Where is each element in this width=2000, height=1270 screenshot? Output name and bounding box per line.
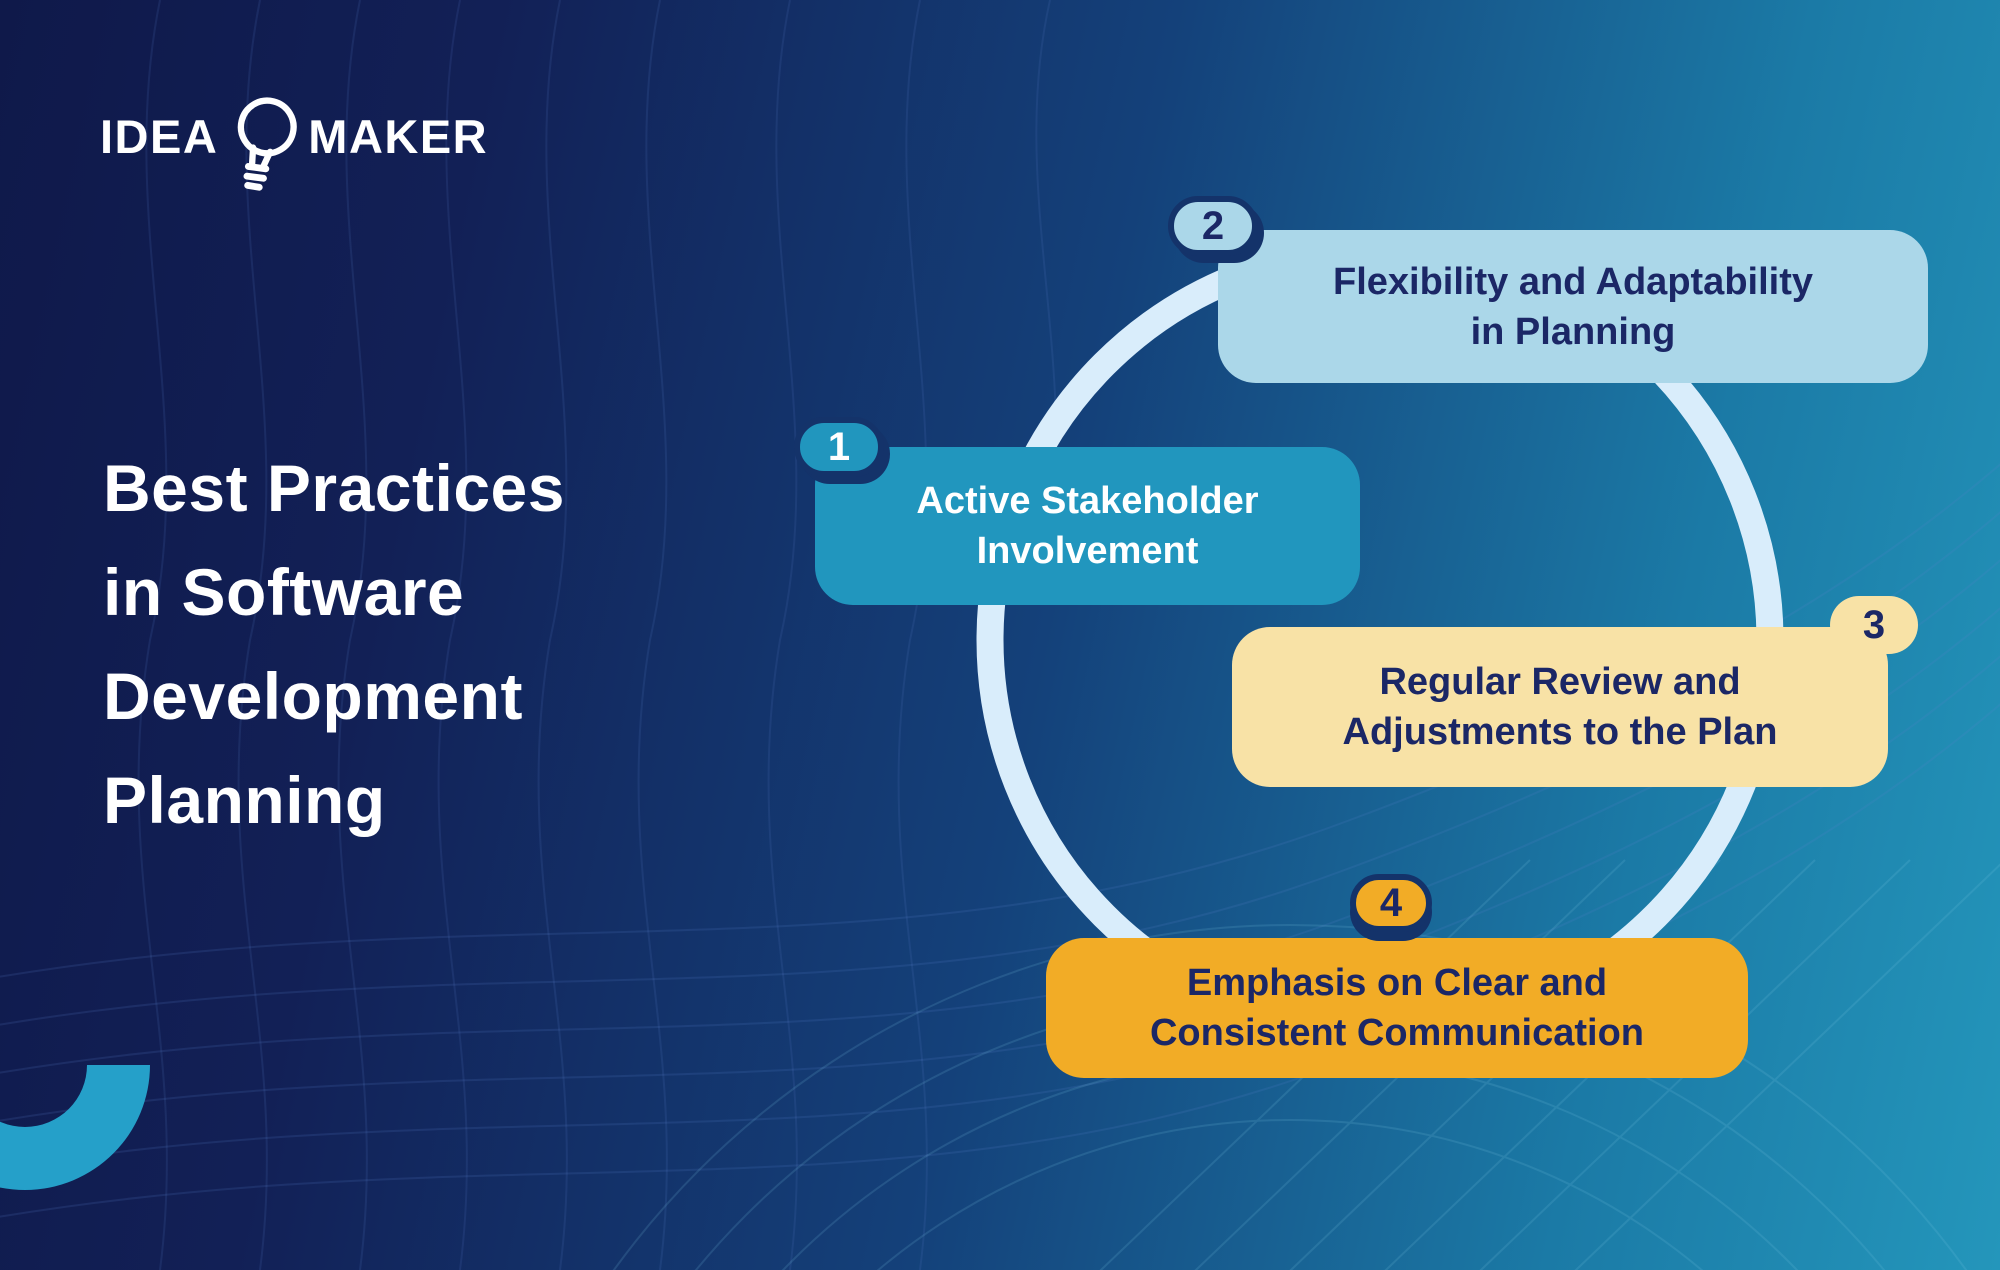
logo: IDEA MAKER [100,80,488,192]
lightbulb-icon [238,97,298,191]
step-box-4: Emphasis on Clear and Consistent Communi… [1046,938,1748,1078]
step-number-2: 2 [1201,203,1225,248]
logo-word-maker: MAKER [308,109,489,163]
step-box-1: Active Stakeholder Involvement [815,447,1360,605]
title-line-4: Planning [103,763,386,837]
title-line-2: in Software [103,555,465,629]
step-number-badge-4: 4 [1350,874,1432,932]
step-3-label-line-1: Regular Review and [1379,661,1741,703]
step-2-label-line-1: Flexibility and Adaptability [1333,260,1813,303]
step-number-badge-1: 1 [794,417,884,477]
step-2-label-line-2: in Planning [1470,310,1676,353]
corner-arc-shape [0,1065,150,1190]
step-number-1: 1 [827,424,851,469]
logo-word-idea: IDEA [100,109,219,163]
page-title: Best Practices in Software Development P… [103,436,565,852]
step-number-badge-2: 2 [1168,196,1258,256]
step-4-label-line-1: Emphasis on Clear and [1186,962,1608,1004]
step-box-3: Regular Review and Adjustments to the Pl… [1232,627,1888,787]
step-1-label-line-1: Active Stakeholder [916,480,1259,522]
step-number-4: 4 [1379,880,1403,925]
step-box-2: Flexibility and Adaptability in Planning [1218,230,1928,383]
step-1-label-line-2: Involvement [976,530,1199,572]
title-line-1: Best Practices [103,451,565,525]
step-number-badge-3: 3 [1830,596,1918,654]
step-number-3: 3 [1862,602,1886,647]
title-line-3: Development [103,659,523,733]
step-3-label-line-2: Adjustments to the Plan [1342,711,1778,753]
step-4-label-line-2: Consistent Communication [1149,1012,1645,1054]
